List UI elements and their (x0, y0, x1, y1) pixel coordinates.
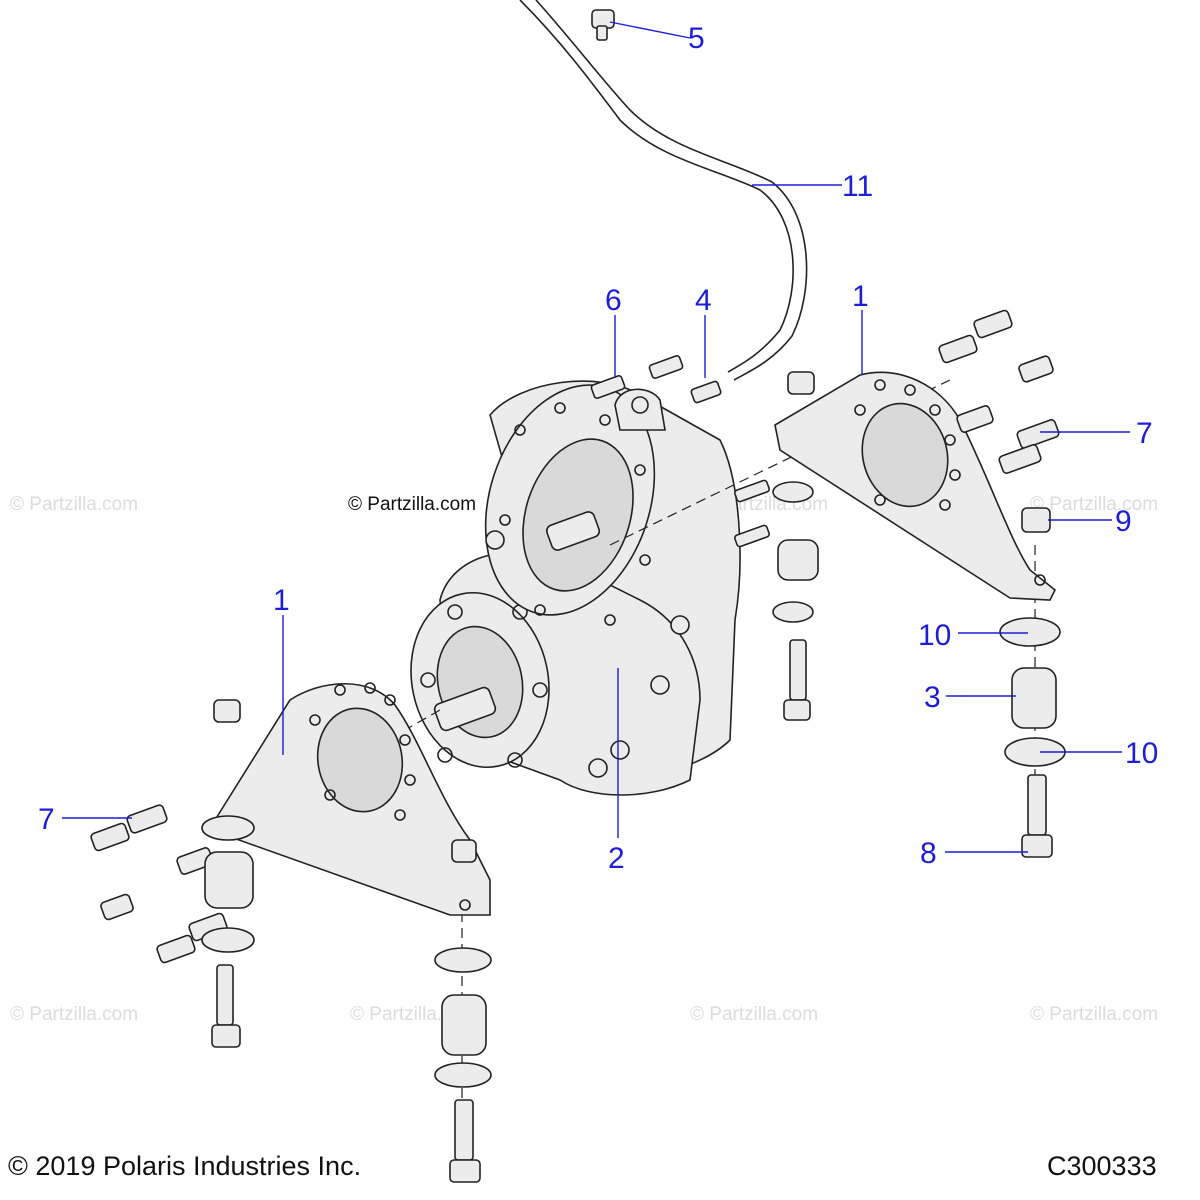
gearcase-assembly (410, 380, 741, 796)
callout-label: 1 (273, 584, 290, 617)
callout-label: 7 (38, 803, 55, 836)
callout-3[interactable]: 3 (924, 681, 1016, 714)
callout-1-right[interactable]: 1 (852, 280, 869, 375)
hose-clip (591, 9, 615, 41)
bolt-group-right (787, 309, 1060, 533)
callout-label: 7 (1136, 417, 1153, 450)
vent-hose-inner (535, 0, 808, 381)
right-mount-bracket (774, 371, 1057, 601)
vent-hose (519, 0, 794, 373)
callout-label: 4 (695, 284, 712, 317)
callout-7-left[interactable]: 7 (38, 803, 132, 836)
callout-label: 2 (608, 842, 625, 875)
watermark-text: © Partzilla.com (1030, 1004, 1158, 1025)
callout-6[interactable]: 6 (605, 284, 622, 378)
isolator-stack-center (772, 481, 819, 721)
bolt-group-left (90, 699, 477, 964)
watermark-text: © Partzilla.com (10, 1004, 138, 1025)
isolator-stack-left-b (434, 947, 492, 1183)
watermark-text: © Partzilla.com (690, 1004, 818, 1025)
diagram-id: C300333 (1047, 1151, 1157, 1181)
callout-11[interactable]: 11 (752, 170, 873, 203)
callout-label: 8 (920, 837, 937, 870)
callout-label: 9 (1115, 505, 1132, 538)
callout-10-bottom[interactable]: 10 (1040, 737, 1158, 770)
isolator-stack-right (999, 617, 1066, 858)
callout-10-top[interactable]: 10 (918, 619, 1028, 652)
bolt-group-top (590, 354, 770, 548)
callout-label: 1 (852, 280, 869, 313)
callout-layer: 5 11 6 4 1 7 9 1 (38, 21, 1158, 875)
callout-label: 3 (924, 681, 941, 714)
callout-9[interactable]: 9 (1048, 505, 1132, 538)
callout-5[interactable]: 5 (609, 21, 705, 55)
callout-7-right[interactable]: 7 (1040, 417, 1153, 450)
center-watermark: © Partzilla.com (348, 494, 476, 515)
callout-1-left[interactable]: 1 (273, 584, 290, 755)
watermark-text: © Partzilla.com (10, 494, 138, 515)
watermark-text: © Partzilla.com (1030, 494, 1158, 515)
left-mount-bracket (214, 682, 491, 916)
callout-label: 5 (688, 22, 705, 55)
callout-4[interactable]: 4 (695, 284, 712, 378)
callout-label: 6 (605, 284, 622, 317)
callout-label: 10 (918, 619, 951, 652)
isolator-stack-left-a (201, 815, 255, 1048)
copyright-footer: © 2019 Polaris Industries Inc. (8, 1151, 361, 1181)
callout-label: 10 (1125, 737, 1158, 770)
callout-8[interactable]: 8 (920, 837, 1028, 870)
callout-label: 11 (842, 170, 873, 203)
drawing-line-art (90, 0, 1066, 1183)
callout-2[interactable]: 2 (608, 668, 625, 875)
